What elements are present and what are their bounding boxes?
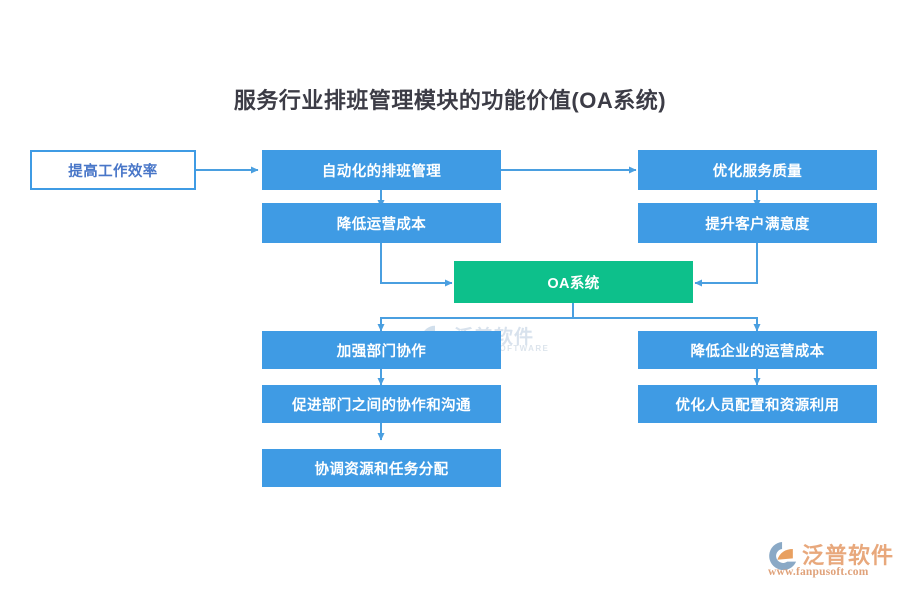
node-auto-scheduling-label: 自动化的排班管理	[321, 163, 442, 180]
node-entry[interactable]: 提高工作效率	[30, 150, 196, 190]
node-customer-satisfaction-label: 提升客户满意度	[705, 216, 810, 233]
brand-name: 泛普软件	[802, 543, 895, 568]
brand-url: www.fanpusoft.com	[768, 566, 869, 578]
node-staff-resource-label: 优化人员配置和资源利用	[675, 397, 840, 414]
node-enterprise-cost-label: 降低企业的运营成本	[690, 343, 825, 360]
node-dept-collab[interactable]: 加强部门协作	[262, 331, 501, 369]
connector-cost-to-oa	[380, 243, 453, 287]
node-dept-communication[interactable]: 促进部门之间的协作和沟通	[262, 385, 501, 423]
brand-logo: 泛普软件 www.fanpusoft.com	[766, 538, 893, 588]
page-title: 服务行业排班管理模块的功能价值(OA系统)	[233, 88, 667, 113]
node-dept-collab-label: 加强部门协作	[336, 343, 427, 360]
node-reduce-cost[interactable]: 降低运营成本	[262, 203, 501, 243]
node-oa-system-label: OA系统	[547, 275, 600, 292]
node-oa-system[interactable]: OA系统	[454, 261, 693, 303]
node-staff-resource[interactable]: 优化人员配置和资源利用	[638, 385, 877, 423]
node-optimize-service-label: 优化服务质量	[712, 163, 803, 180]
node-enterprise-cost[interactable]: 降低企业的运营成本	[638, 331, 877, 369]
node-entry-label: 提高工作效率	[68, 163, 158, 180]
connector-oa-to-branches	[377, 303, 574, 332]
node-dept-communication-label: 促进部门之间的协作和沟通	[292, 397, 471, 414]
connector-satisfaction-to-oa	[694, 243, 758, 287]
node-customer-satisfaction[interactable]: 提升客户满意度	[638, 203, 877, 243]
connector-oa-to-right-branch	[572, 303, 761, 332]
node-optimize-service[interactable]: 优化服务质量	[638, 150, 877, 190]
node-resource-task[interactable]: 协调资源和任务分配	[262, 449, 501, 487]
node-reduce-cost-label: 降低运营成本	[336, 216, 427, 233]
fanpu-logo-icon	[769, 541, 797, 571]
node-resource-task-label: 协调资源和任务分配	[314, 461, 449, 478]
node-auto-scheduling[interactable]: 自动化的排班管理	[262, 150, 501, 190]
